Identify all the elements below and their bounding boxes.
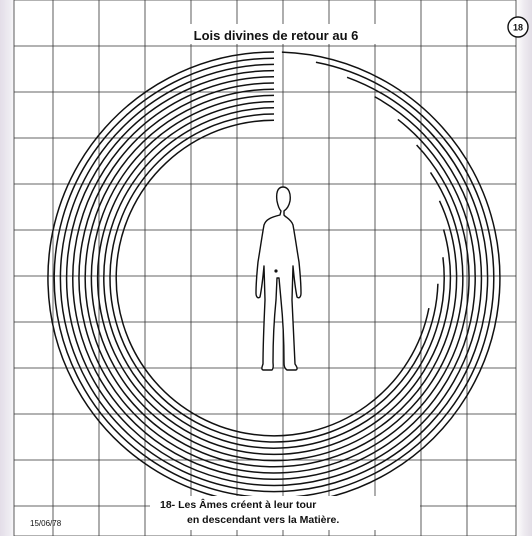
caption-line-1: 18- Les Âmes créent à leur tour xyxy=(160,498,316,511)
caption-line-2: en descendant vers la Matière. xyxy=(187,514,339,526)
date-label: 15/06/78 xyxy=(30,519,62,528)
plate-number: 18 xyxy=(513,23,523,33)
diagram-title: Lois divines de retour au 6 xyxy=(194,28,359,43)
